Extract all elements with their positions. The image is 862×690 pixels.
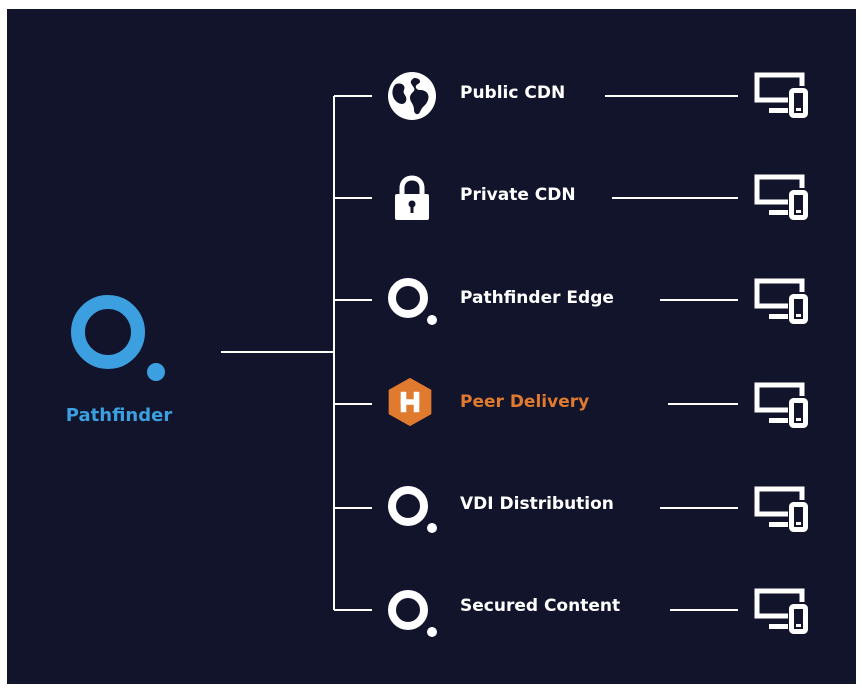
- pathfinder-ring-icon: [388, 486, 437, 533]
- node-label-pathfinder-edge: Pathfinder Edge: [460, 288, 614, 308]
- globe-icon: [388, 72, 436, 120]
- diagram-background: [7, 9, 856, 684]
- lock-icon: [395, 175, 429, 220]
- brand-label: Pathfinder: [65, 405, 173, 426]
- node-label-private-cdn: Private CDN: [460, 185, 576, 205]
- node-label-public-cdn: Public CDN: [460, 83, 566, 103]
- desktop-mobile-icon: [754, 72, 808, 118]
- pathfinder-ring-icon: [388, 590, 437, 637]
- pathfinder-ring-icon: [388, 278, 437, 325]
- desktop-mobile-icon: [754, 174, 808, 220]
- desktop-mobile-icon: [754, 278, 808, 324]
- desktop-mobile-icon: [754, 486, 808, 532]
- pathfinder-logo-icon: [71, 295, 165, 381]
- node-label-secured-content: Secured Content: [460, 596, 621, 616]
- hive-hexagon-icon: [388, 377, 432, 427]
- desktop-mobile-icon: [754, 382, 808, 428]
- node-label-peer-delivery: Peer Delivery: [460, 392, 590, 412]
- desktop-mobile-icon: [754, 588, 808, 634]
- node-label-vdi-distribution: VDI Distribution: [460, 494, 614, 514]
